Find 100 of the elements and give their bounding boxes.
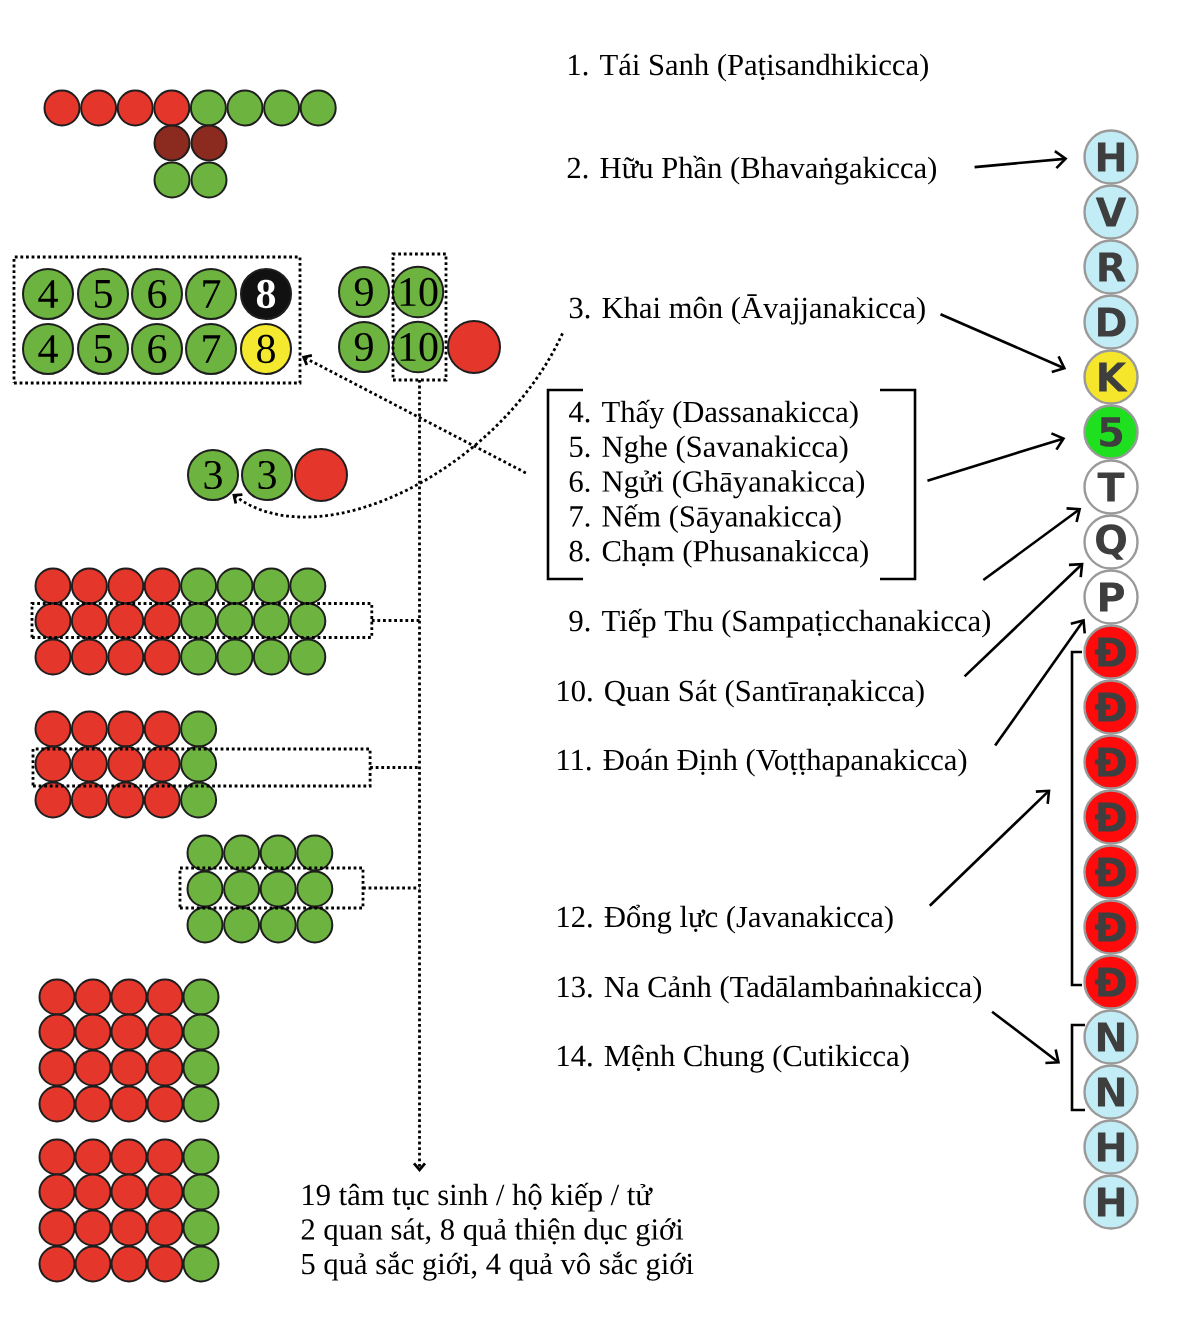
list-item: 9. Tiếp Thu (Sampaṭicchanakicca) (569, 608, 990, 638)
circle (70, 602, 108, 640)
circle (216, 638, 254, 676)
circle (296, 834, 334, 872)
circle (259, 870, 297, 908)
circle (180, 567, 218, 605)
circle (190, 124, 228, 162)
circle (180, 710, 218, 748)
circle (223, 906, 261, 944)
circle (143, 745, 181, 783)
circle (252, 602, 290, 640)
arrow (991, 1010, 1061, 1065)
circle (182, 1049, 220, 1087)
circle (70, 567, 108, 605)
circle (107, 602, 145, 640)
list-item: 13. Na Cảnh (Tadālambaṅnakicca) (558, 975, 982, 1004)
circle (107, 745, 145, 783)
circle (216, 567, 254, 605)
dotted-frame (391, 252, 448, 382)
circle (289, 638, 327, 676)
circle (34, 638, 72, 676)
circle (146, 1173, 184, 1211)
circle (189, 89, 227, 127)
circle (153, 124, 191, 162)
circle (182, 1138, 220, 1176)
dotted-frame (30, 602, 374, 639)
dotted-frame (31, 747, 372, 788)
list-item: 1. Tái Sanh (Paṭisandhikicca) (569, 53, 928, 82)
circle (80, 89, 118, 127)
circle (74, 1049, 112, 1087)
circle (38, 1013, 76, 1051)
circle (107, 781, 145, 819)
circle (180, 781, 218, 819)
circle (110, 1049, 148, 1087)
note-text: 2 quan sát, 8 quả thiện dục giới (301, 1218, 684, 1247)
circle (107, 638, 145, 676)
circle (146, 1138, 184, 1176)
circle (186, 834, 224, 872)
circle (34, 567, 72, 605)
circle (180, 602, 218, 640)
arrow (982, 507, 1082, 582)
circle (34, 781, 72, 819)
circle (447, 320, 501, 374)
dotted-arrow (232, 332, 564, 519)
circle (34, 745, 72, 783)
arrow (974, 150, 1068, 170)
circle (186, 906, 224, 944)
circle (294, 448, 348, 502)
circle (252, 638, 290, 676)
circle (190, 161, 228, 199)
circle (74, 1138, 112, 1176)
circle (34, 710, 72, 748)
arrow (994, 618, 1086, 747)
bracket (1070, 1023, 1085, 1112)
bracket (1070, 650, 1082, 987)
circle (182, 1209, 220, 1247)
circle (74, 978, 112, 1016)
circle (223, 870, 261, 908)
circle (289, 567, 327, 605)
circle (143, 638, 181, 676)
circle (38, 1085, 76, 1123)
circle (223, 834, 261, 872)
circle (153, 161, 191, 199)
circle (38, 1049, 76, 1087)
circle (70, 781, 108, 819)
circle (259, 906, 297, 944)
circle (180, 745, 218, 783)
circle (299, 89, 337, 127)
list-item: 14. Mệnh Chung (Cutikicca) (558, 1044, 909, 1073)
circle (70, 710, 108, 748)
circle (146, 1049, 184, 1087)
list-item: 6. Ngửi (Ghāyanakicca) (569, 470, 865, 499)
circle (296, 906, 334, 944)
list-item: 3. Khai môn (Āvajjanakicca) (569, 294, 925, 325)
arrow (927, 432, 1066, 482)
circle (296, 870, 334, 908)
list-item: 4. Thấy (Dassanakicca) (569, 399, 858, 429)
circle (74, 1173, 112, 1211)
circle (146, 978, 184, 1016)
circle (38, 1138, 76, 1176)
dotted-arrow (363, 380, 427, 1173)
list-item: 8. Chạm (Phusanakicca) (569, 539, 868, 568)
circle (107, 567, 145, 605)
dotted-frame (12, 255, 302, 385)
circle (110, 1085, 148, 1123)
circle (186, 870, 224, 908)
circle (182, 1013, 220, 1051)
circle (153, 89, 191, 127)
circle (143, 567, 181, 605)
circle (143, 602, 181, 640)
circle (182, 1085, 220, 1123)
circle (110, 1013, 148, 1051)
circle (74, 1209, 112, 1247)
circle (146, 1245, 184, 1283)
circle (110, 1173, 148, 1211)
circle (146, 1209, 184, 1247)
circle (263, 89, 301, 127)
circle (38, 1245, 76, 1283)
arrow (928, 789, 1051, 907)
circle (110, 978, 148, 1016)
